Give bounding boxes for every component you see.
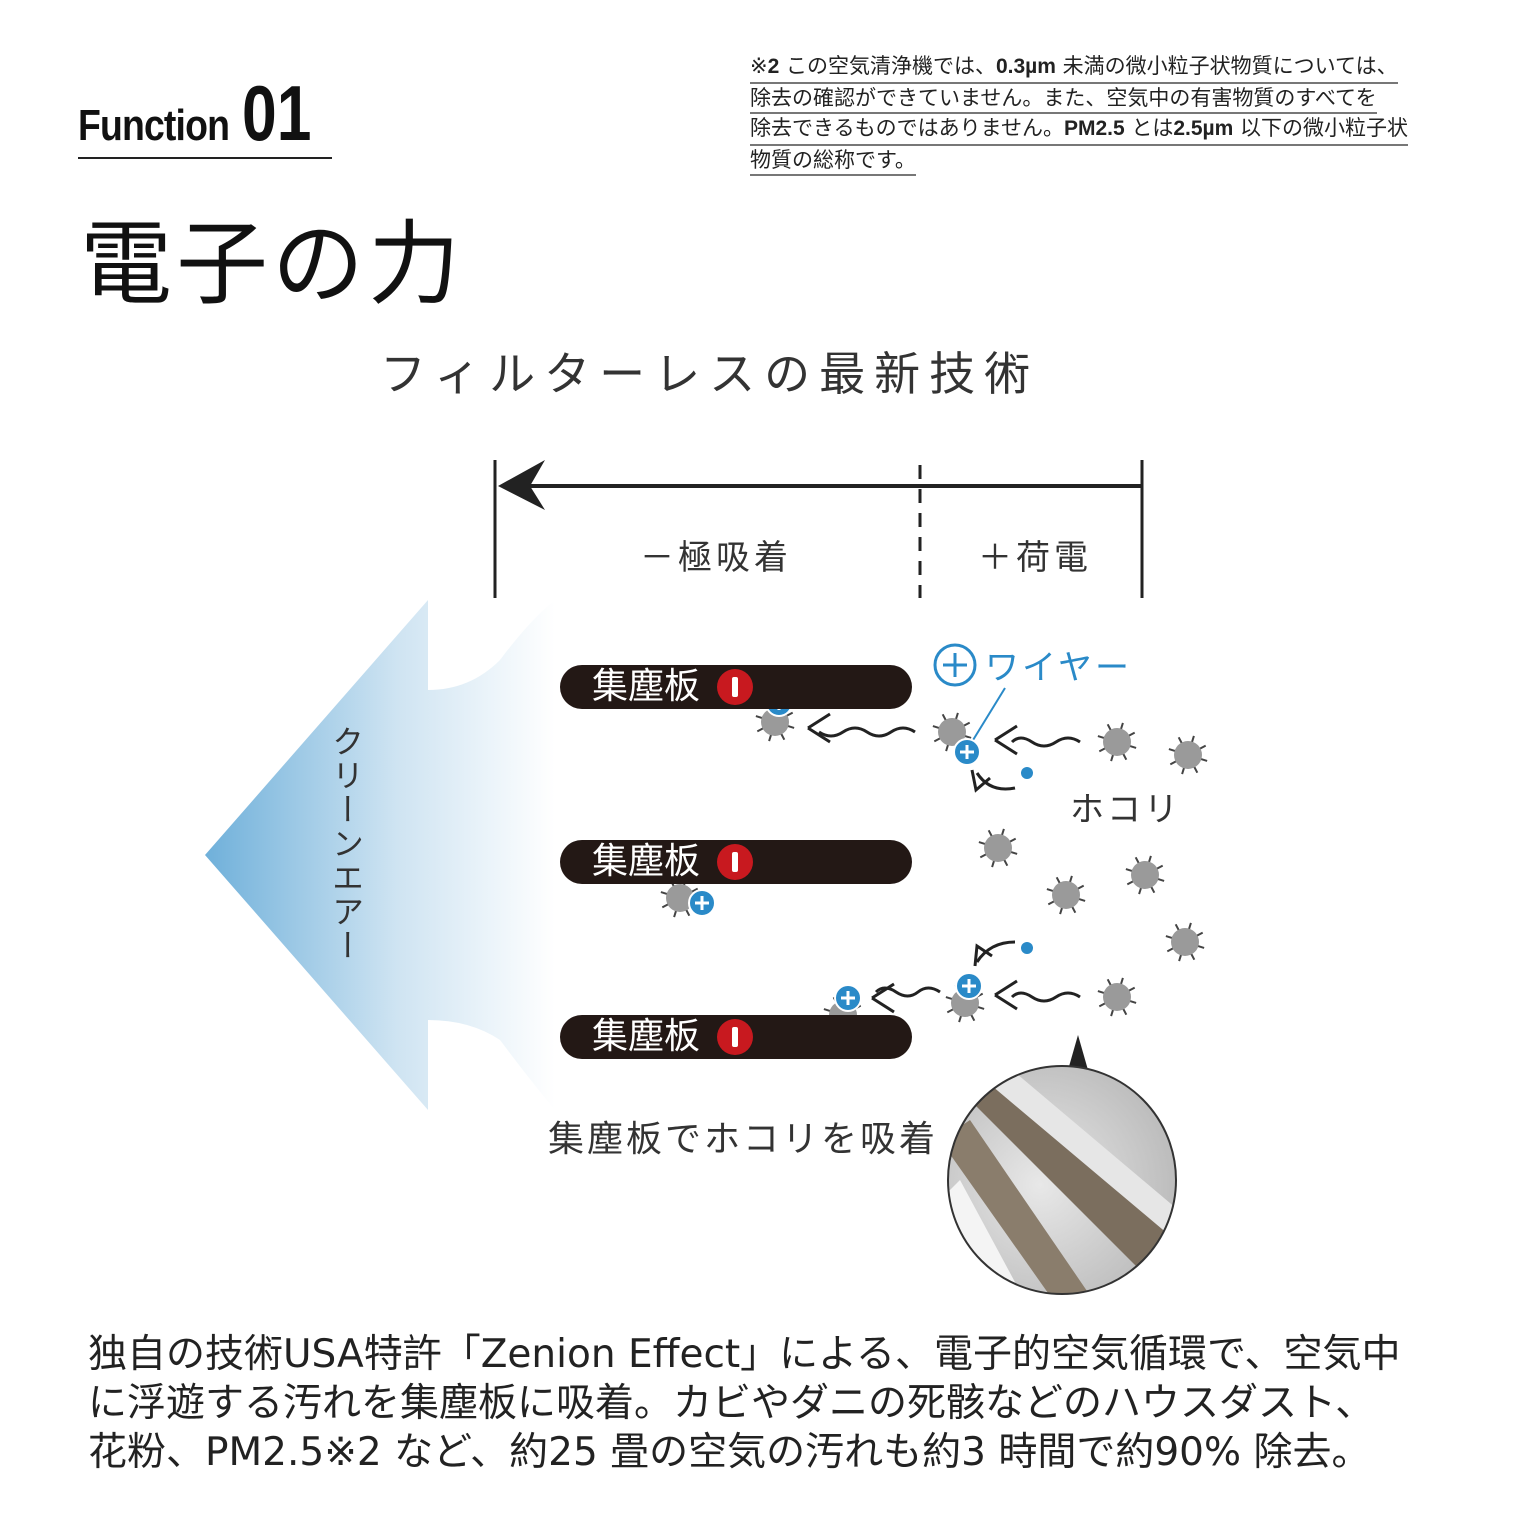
footnote-line: ※2 この空気清浄機では、0.3µm 未満の微小粒子状物質については、 bbox=[750, 52, 1398, 84]
collector-plate: 集塵板 bbox=[560, 840, 912, 884]
dust-particle-icon bbox=[1097, 722, 1137, 762]
wire-label: ワイヤー bbox=[985, 648, 1132, 688]
plate-label: 集塵板 bbox=[592, 1016, 701, 1057]
plus-wire-icon bbox=[933, 643, 977, 687]
dust-particle-icon bbox=[1168, 735, 1208, 775]
plate-label: 集塵板 bbox=[592, 666, 701, 707]
collector-plate: 集塵板 bbox=[560, 1015, 912, 1059]
collector-plate: 集塵板 bbox=[560, 665, 912, 709]
plate-photo bbox=[948, 1066, 1176, 1294]
plate-caption: 集塵板でホコリを吸着 bbox=[548, 1119, 939, 1160]
function-word: Function bbox=[78, 101, 230, 150]
dust-particle-icon bbox=[1097, 977, 1137, 1017]
arrow-left-icon bbox=[498, 460, 545, 510]
minus-icon bbox=[717, 844, 753, 880]
subtitle: フィルターレスの最新技術 bbox=[380, 347, 1040, 401]
dust-particle-icon bbox=[978, 828, 1018, 868]
footnote-line: 物質の総称です。 bbox=[750, 146, 916, 176]
dust-particle-icon bbox=[1046, 875, 1086, 915]
function-number: 01 bbox=[242, 69, 312, 157]
page-title: 電子の力 bbox=[80, 211, 465, 318]
description-line: 独自の技術USA特許「Zenion Effect」による、電子的空気循環で、空気… bbox=[88, 1332, 1401, 1377]
footnote: ※2 この空気清浄機では、0.3µm 未満の微小粒子状物質については、 除去の確… bbox=[750, 52, 1460, 176]
dust-particle-icon bbox=[1165, 922, 1205, 962]
description-line: 花粉、PM2.5※2 など、約25 畳の空気の汚れも約3 時間で約90% 除去。 bbox=[88, 1430, 1371, 1475]
clean-air-arrow bbox=[205, 600, 555, 1110]
flow-axis bbox=[493, 460, 1144, 598]
zone-positive-label: ＋荷電 bbox=[978, 538, 1092, 578]
flow-arrows bbox=[807, 712, 1081, 1014]
electrons bbox=[1021, 767, 1033, 954]
dust-particle-icon bbox=[932, 712, 972, 752]
pointer-icon bbox=[1068, 1035, 1088, 1070]
plate-label: 集塵板 bbox=[592, 841, 701, 882]
positive-charges bbox=[688, 689, 983, 1012]
function-heading: Function 01 bbox=[78, 69, 332, 159]
minus-icon bbox=[717, 669, 753, 705]
zone-negative-label: －極吸着 bbox=[640, 538, 792, 578]
positive-charge-icon bbox=[688, 889, 716, 917]
dust-particle-icon bbox=[1125, 855, 1165, 895]
positive-charge-icon bbox=[834, 984, 862, 1012]
description: 独自の技術USA特許「Zenion Effect」による、電子的空気循環で、空気… bbox=[88, 1330, 1488, 1477]
description-line: に浮遊する汚れを集塵板に吸着。カビやダニの死骸などのハウスダスト、 bbox=[88, 1381, 1375, 1426]
clean-air-label: クリーンエアー bbox=[327, 725, 365, 963]
dust-label: ホコリ bbox=[1070, 790, 1181, 830]
positive-charge-icon bbox=[953, 738, 981, 766]
minus-icon bbox=[717, 1019, 753, 1055]
footnote-line: 除去できるものではありません。PM2.5 とは2.5µm 以下の微小粒子状 bbox=[750, 114, 1408, 146]
positive-charge-icon bbox=[955, 972, 983, 1000]
